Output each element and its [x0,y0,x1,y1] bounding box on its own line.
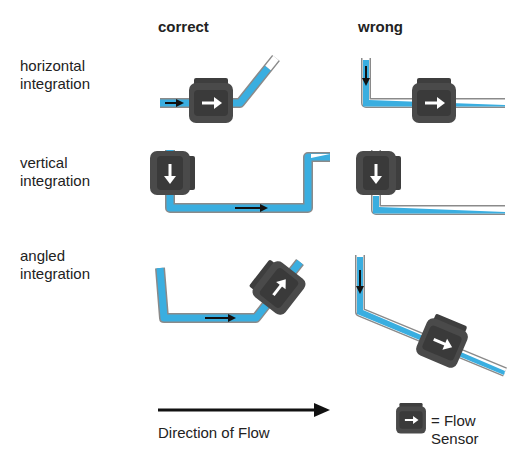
column-heading: correct [158,18,278,36]
column-heading: wrong [358,18,478,36]
flow-sensor [246,255,309,317]
legend-text: = Flow Sensor [431,412,527,448]
flow-sensor [189,78,233,123]
row-label: horizontal integration [20,57,120,93]
row-label: angled integration [20,247,120,283]
flow-sensor [414,311,472,370]
flow-sensor [150,151,195,195]
pipe-angled-wrong [356,255,505,375]
row-label: vertical integration [20,154,120,190]
flow-sensor [356,151,401,195]
flow-sensor [396,403,426,434]
legend-text: Direction of Flow [158,424,358,442]
flow-sensor [412,78,456,123]
flow-direction-arrow [158,403,330,417]
